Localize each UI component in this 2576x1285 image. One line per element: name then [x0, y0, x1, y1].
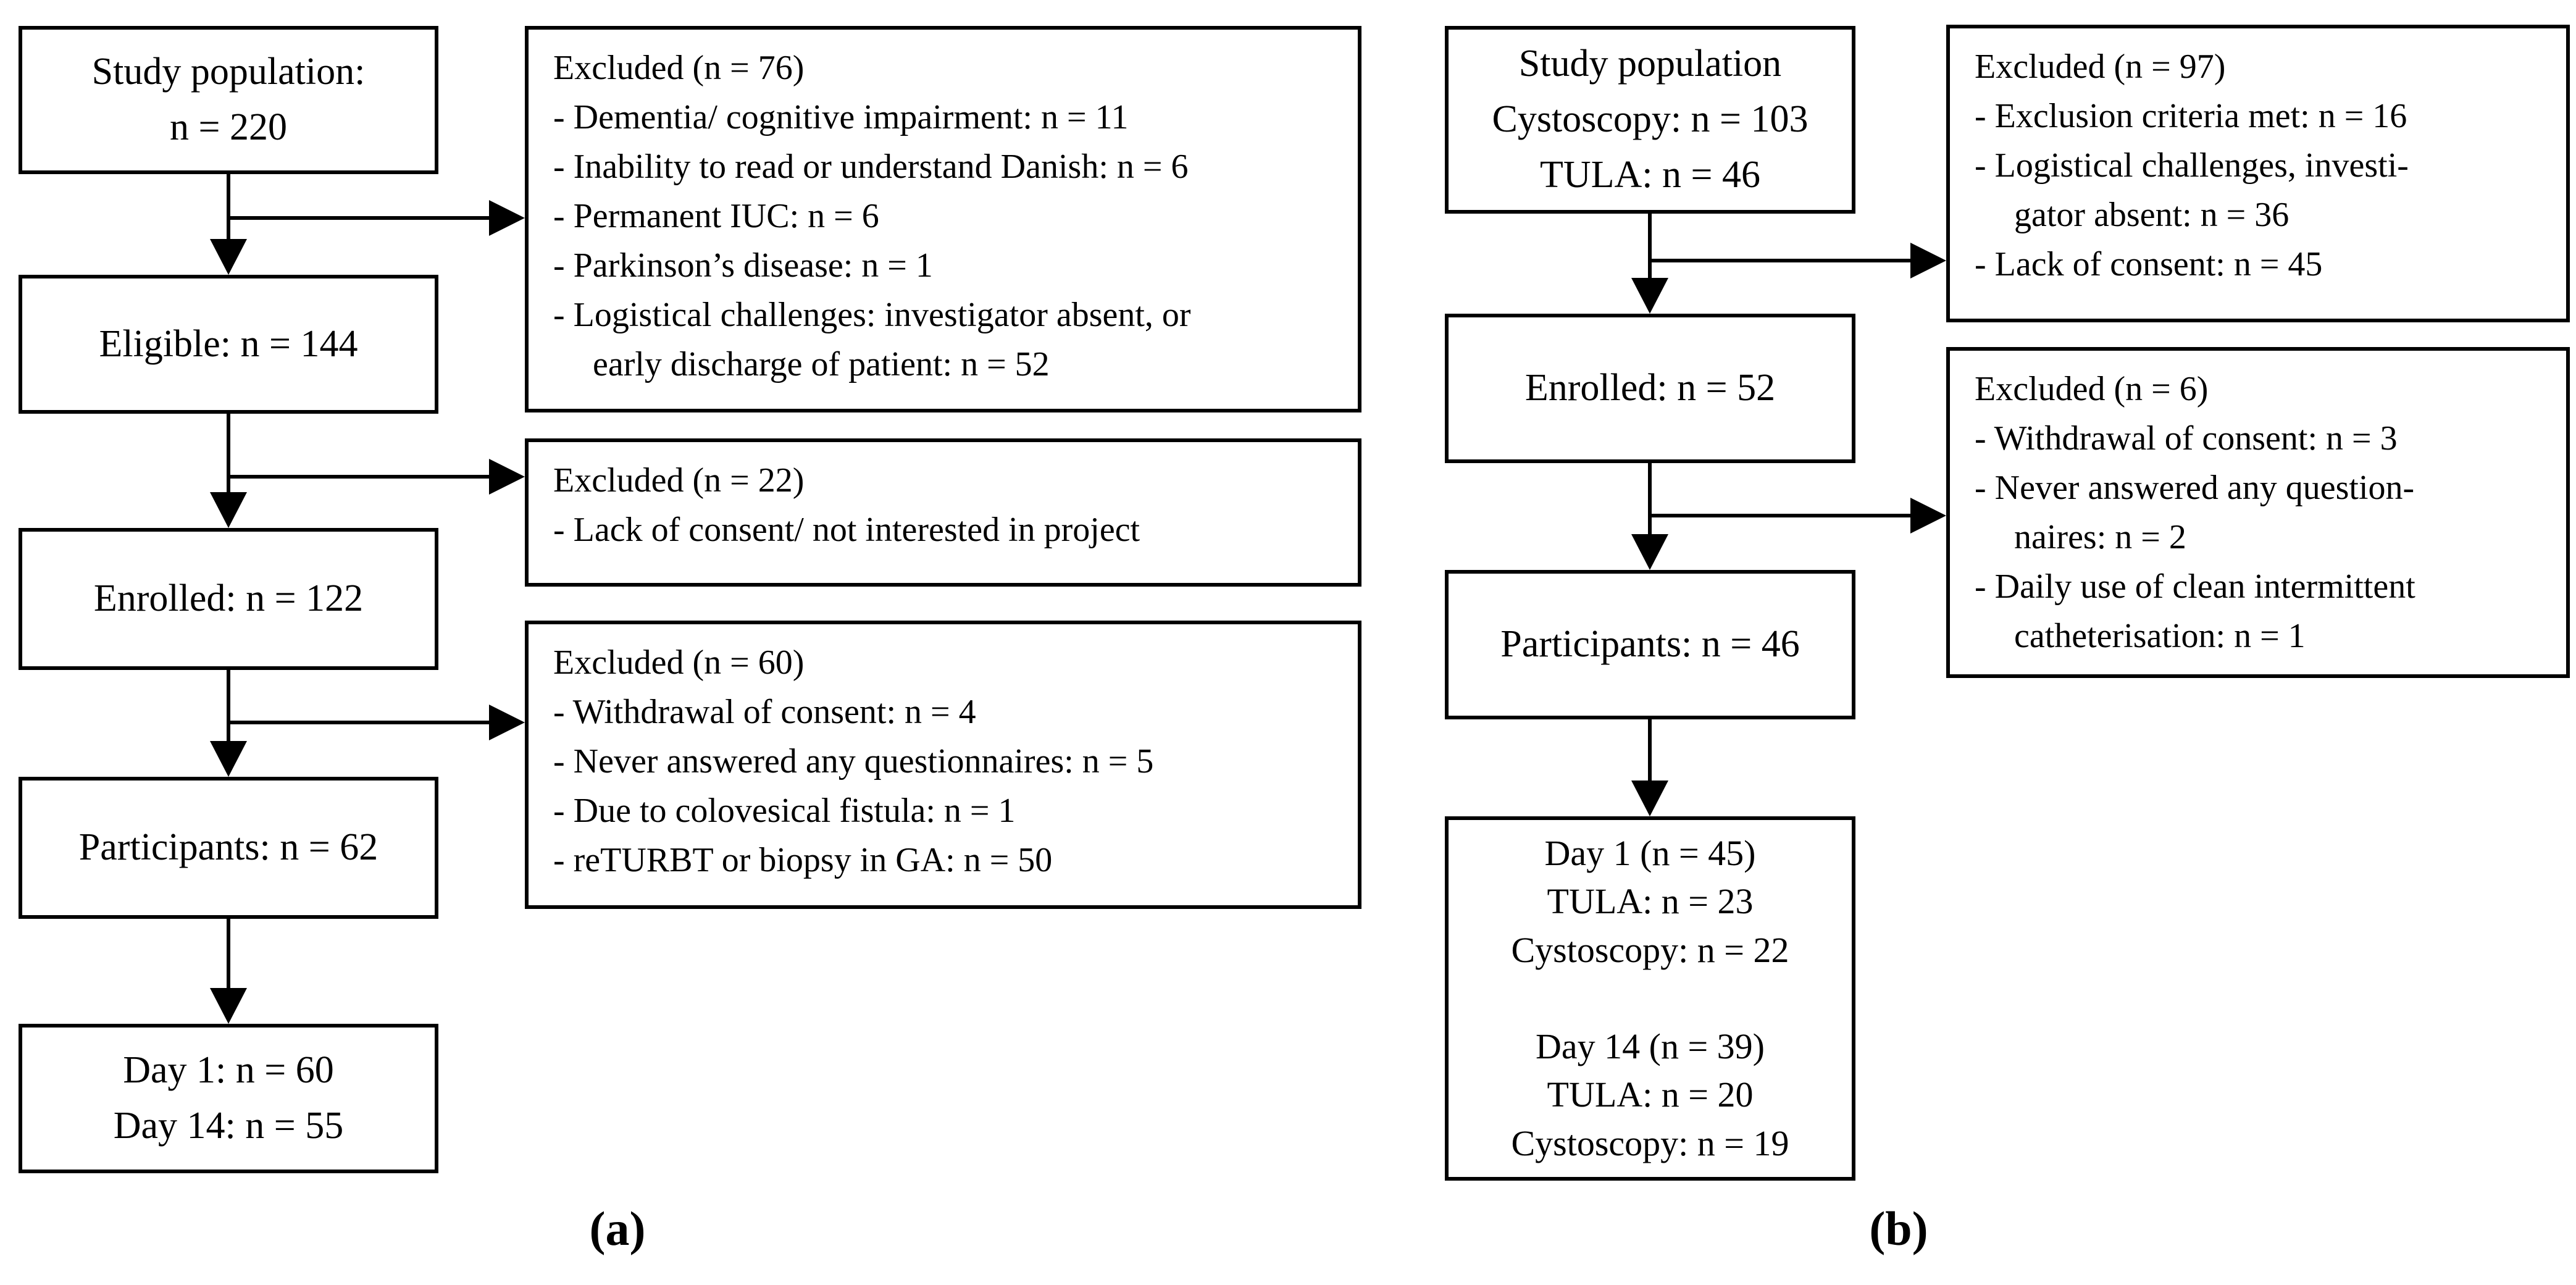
arrow-line-vertical — [227, 174, 230, 248]
box-line: Enrolled: n = 52 — [1524, 367, 1776, 409]
flow-box-enrolled-b: Enrolled: n = 52 — [1445, 314, 1855, 463]
flow-box-enrolled-a: Enrolled: n = 122 — [19, 528, 438, 670]
box-line: Participants: n = 46 — [1500, 623, 1800, 666]
arrow-line-horizontal — [228, 216, 491, 220]
flow-box-participants-a: Participants: n = 62 — [19, 777, 438, 919]
excluded-item: - Lack of consent/ not interested in pro… — [553, 511, 1140, 550]
arrow-line-vertical — [227, 414, 230, 497]
excluded-item: - Withdrawal of consent: n = 4 — [553, 693, 976, 732]
panel-label-a: (a) — [589, 1202, 646, 1255]
excluded-item: - Dementia/ cognitive impairment: n = 11 — [553, 98, 1129, 137]
flow-box-eligible-a: Eligible: n = 144 — [19, 275, 438, 414]
box-line: Day 1 (n = 45) — [1544, 832, 1756, 873]
flow-box-participants-b: Participants: n = 46 — [1445, 570, 1855, 719]
excluded-box-6-b: Excluded (n = 6) - Withdrawal of consent… — [1946, 347, 2570, 678]
excluded-item: - Due to colovesical fistula: n = 1 — [553, 792, 1016, 831]
arrow-line-horizontal — [1650, 514, 1913, 517]
box-line: Cystoscopy: n = 19 — [1511, 1123, 1789, 1163]
flow-box-study-population-a: Study population: n = 220 — [19, 26, 438, 174]
excluded-box-97-b: Excluded (n = 97) - Exclusion criteria m… — [1946, 25, 2570, 322]
arrow-down-icon — [210, 741, 247, 777]
arrow-right-icon — [489, 705, 525, 740]
excluded-item: - Inability to read or understand Danish… — [553, 148, 1189, 186]
arrow-line-vertical — [1648, 463, 1652, 538]
box-line: Study population: — [91, 51, 366, 93]
flow-box-day-followup-b: Day 1 (n = 45) TULA: n = 23 Cystoscopy: … — [1445, 816, 1855, 1181]
excluded-title: Excluded (n = 97) — [1975, 48, 2226, 86]
arrow-line-vertical — [1648, 719, 1652, 784]
excluded-item: - Parkinson’s disease: n = 1 — [553, 246, 933, 285]
excluded-title: Excluded (n = 22) — [553, 461, 805, 500]
excluded-item: - Never answered any questionnaires: n =… — [553, 742, 1154, 781]
box-line: Enrolled: n = 122 — [93, 577, 364, 620]
arrow-line-horizontal — [228, 721, 491, 724]
arrow-line-horizontal — [228, 475, 491, 479]
arrow-line-vertical — [227, 919, 230, 994]
box-line: TULA: n = 23 — [1547, 881, 1754, 922]
excluded-box-60-a: Excluded (n = 60) - Withdrawal of consen… — [525, 621, 1361, 909]
arrow-line-horizontal — [1650, 259, 1913, 262]
excluded-item: - Daily use of clean intermittent cathet… — [1975, 567, 2415, 656]
box-line: Day 14: n = 55 — [113, 1105, 344, 1147]
arrow-right-icon — [1910, 243, 1946, 278]
box-line: TULA: n = 20 — [1547, 1074, 1754, 1115]
box-line: Day 14 (n = 39) — [1536, 1026, 1765, 1067]
arrow-right-icon — [489, 459, 525, 495]
arrow-right-icon — [1910, 498, 1946, 534]
box-line: Study population — [1518, 43, 1782, 85]
arrow-down-icon — [1631, 781, 1668, 816]
excluded-title: Excluded (n = 6) — [1975, 370, 2209, 408]
excluded-item: - Exclusion criteria met: n = 16 — [1975, 97, 2407, 136]
box-line: n = 220 — [170, 106, 287, 148]
box-line: Day 1: n = 60 — [123, 1049, 334, 1092]
flow-box-study-population-b: Study population Cystoscopy: n = 103 TUL… — [1445, 26, 1855, 214]
box-line: Cystoscopy: n = 103 — [1492, 98, 1809, 141]
excluded-box-76-a: Excluded (n = 76) - Dementia/ cognitive … — [525, 26, 1361, 412]
box-line: Cystoscopy: n = 22 — [1511, 929, 1789, 970]
box-line-blank — [1511, 974, 1789, 1023]
box-line: TULA: n = 46 — [1540, 153, 1760, 196]
excluded-title: Excluded (n = 60) — [553, 643, 805, 682]
excluded-item: - Never answered any question- naires: n… — [1975, 469, 2415, 557]
arrow-right-icon — [489, 200, 525, 236]
excluded-item: - Withdrawal of consent: n = 3 — [1975, 419, 2398, 458]
arrow-line-vertical — [1648, 214, 1652, 282]
panel-label-b: (b) — [1869, 1202, 1928, 1255]
excluded-item: - Permanent IUC: n = 6 — [553, 197, 879, 236]
arrow-down-icon — [1631, 534, 1668, 570]
arrow-down-icon — [210, 492, 247, 528]
excluded-item: - reTURBT or biopsy in GA: n = 50 — [553, 841, 1053, 880]
excluded-item: - Logistical challenges: investigator ab… — [553, 296, 1191, 384]
box-line: Eligible: n = 144 — [99, 322, 358, 365]
box-line: Participants: n = 62 — [78, 826, 378, 869]
excluded-item: - Lack of consent: n = 45 — [1975, 245, 2323, 284]
arrow-down-icon — [1631, 278, 1668, 314]
flow-box-day-followup-a: Day 1: n = 60 Day 14: n = 55 — [19, 1024, 438, 1173]
arrow-down-icon — [210, 988, 247, 1024]
arrow-line-vertical — [227, 670, 230, 747]
arrow-down-icon — [210, 239, 247, 275]
excluded-box-22-a: Excluded (n = 22) - Lack of consent/ not… — [525, 438, 1361, 587]
excluded-title: Excluded (n = 76) — [553, 49, 805, 87]
excluded-item: - Logistical challenges, investi- gator … — [1975, 146, 2409, 235]
